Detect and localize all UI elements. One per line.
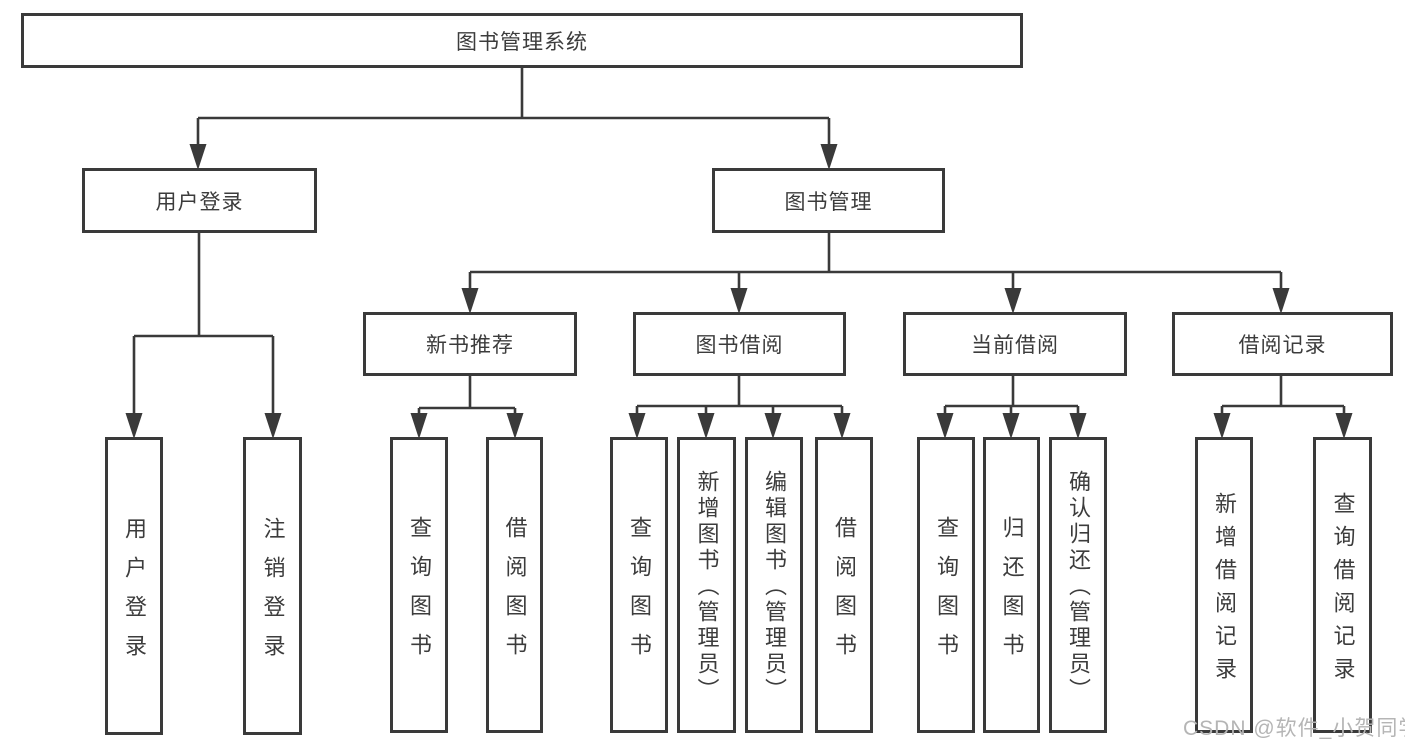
node-book-borrow: 图书借阅: [633, 312, 846, 376]
node-user-login-branch: 用户登录: [82, 168, 317, 233]
watermark: CSDN @软件_小贺同学: [1183, 717, 1405, 740]
leaf-bb-add-book-admin-label: 新增图书（管理员）: [694, 470, 720, 704]
leaf-br-add-record-label: 新增借阅记录: [1212, 491, 1237, 690]
leaf-nbr-query-books-label: 查询图书: [407, 515, 432, 672]
leaf-cb-return-books-label: 归还图书: [999, 515, 1025, 672]
node-new-book-recommend-label: 新书推荐: [426, 334, 514, 357]
node-library-system: 图书管理系统: [21, 13, 1023, 68]
leaf-br-query-record: 查询借阅记录: [1313, 437, 1372, 733]
leaf-user-login: 用户登录: [105, 437, 163, 735]
leaf-logout-label: 注销登录: [260, 516, 286, 673]
leaf-cb-return-books: 归还图书: [983, 437, 1040, 733]
leaf-cb-query-books: 查询图书: [917, 437, 975, 733]
leaf-nbr-borrow-books: 借阅图书: [486, 437, 543, 733]
leaf-nbr-borrow-books-label: 借阅图书: [502, 515, 528, 672]
leaf-cb-confirm-return-admin-label: 确认归还（管理员）: [1066, 470, 1091, 704]
leaf-cb-query-books-label: 查询图书: [934, 515, 959, 672]
leaf-bb-borrow-books-label: 借阅图书: [832, 515, 857, 672]
node-book-management-branch: 图书管理: [712, 168, 945, 233]
leaf-logout: 注销登录: [243, 437, 302, 735]
node-library-system-label: 图书管理系统: [456, 30, 588, 54]
leaf-cb-confirm-return-admin: 确认归还（管理员）: [1049, 437, 1107, 733]
leaf-bb-add-book-admin: 新增图书（管理员）: [677, 437, 736, 733]
leaf-br-query-record-label: 查询借阅记录: [1330, 491, 1356, 690]
node-new-book-recommend: 新书推荐: [363, 312, 577, 376]
leaf-bb-query-books-label: 查询图书: [627, 515, 652, 672]
leaf-nbr-query-books: 查询图书: [390, 437, 448, 733]
node-current-borrow-label: 当前借阅: [971, 334, 1059, 357]
node-borrow-records: 借阅记录: [1172, 312, 1393, 376]
leaf-bb-edit-book-admin-label: 编辑图书（管理员）: [762, 470, 787, 704]
leaf-bb-borrow-books: 借阅图书: [815, 437, 873, 733]
node-borrow-records-label: 借阅记录: [1238, 334, 1327, 357]
leaf-user-login-label: 用户登录: [122, 516, 147, 673]
node-book-management-branch-label: 图书管理: [784, 190, 873, 214]
node-current-borrow: 当前借阅: [903, 312, 1127, 376]
arrowheads: [125, 144, 1353, 439]
node-user-login-branch-label: 用户登录: [155, 190, 244, 214]
leaf-bb-edit-book-admin: 编辑图书（管理员）: [745, 437, 803, 733]
node-book-borrow-label: 图书借阅: [695, 334, 784, 357]
leaf-bb-query-books: 查询图书: [610, 437, 668, 733]
leaf-br-add-record: 新增借阅记录: [1195, 437, 1253, 733]
